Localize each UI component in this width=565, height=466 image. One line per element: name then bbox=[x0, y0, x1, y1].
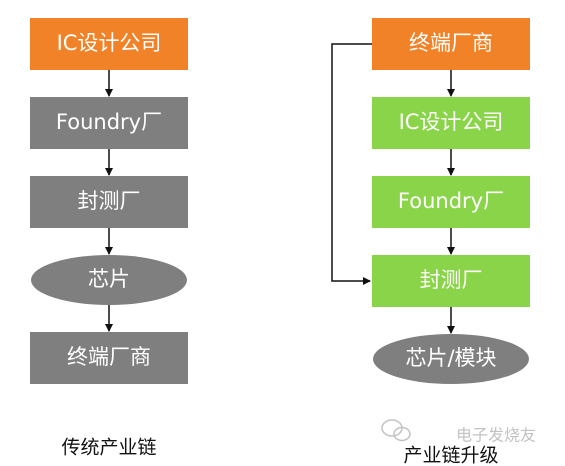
left-node-5-box bbox=[30, 332, 188, 384]
left-node-1-label: IC设计公司 bbox=[57, 31, 162, 55]
right-node-5-label: 芯片/模块 bbox=[405, 346, 496, 370]
left-node-5-label: 终端厂商 bbox=[67, 345, 151, 369]
right-node-4-box bbox=[372, 255, 530, 307]
left-node-2-box bbox=[30, 97, 188, 149]
left-node-4-label: 芯片 bbox=[88, 267, 130, 291]
right-caption: 产业链升级 bbox=[403, 445, 498, 466]
right-node-5-ellipse bbox=[373, 334, 529, 384]
right-node-2-box bbox=[372, 97, 530, 149]
watermark: 电子发烧友 bbox=[381, 419, 536, 445]
left-caption: 传统产业链 bbox=[61, 437, 156, 459]
right-node-3-box bbox=[372, 176, 530, 228]
left-node-3-box bbox=[30, 176, 188, 228]
left-node-3-label: 封测厂 bbox=[78, 189, 141, 213]
left-node-2-label: Foundry厂 bbox=[56, 110, 162, 134]
right-node-1-label: 终端厂商 bbox=[409, 31, 493, 55]
right-bypass-connector bbox=[331, 43, 372, 285]
right-chain: 终端厂商 IC设计公司 Foundry厂 封测厂 芯片/模块 产业链升级 bbox=[331, 18, 530, 466]
left-node-4-ellipse bbox=[31, 255, 187, 305]
watermark-text: 电子发烧友 bbox=[456, 426, 536, 445]
left-chain: IC设计公司 Foundry厂 封测厂 芯片 终端厂商 传统产业链 bbox=[30, 18, 188, 459]
wechat-icon bbox=[381, 419, 411, 442]
right-node-1-box bbox=[372, 18, 530, 70]
right-node-2-label: IC设计公司 bbox=[399, 110, 504, 134]
right-node-4-label: 封测厂 bbox=[420, 268, 483, 292]
left-node-1-box bbox=[30, 18, 188, 70]
right-node-3-label: Foundry厂 bbox=[398, 189, 504, 213]
